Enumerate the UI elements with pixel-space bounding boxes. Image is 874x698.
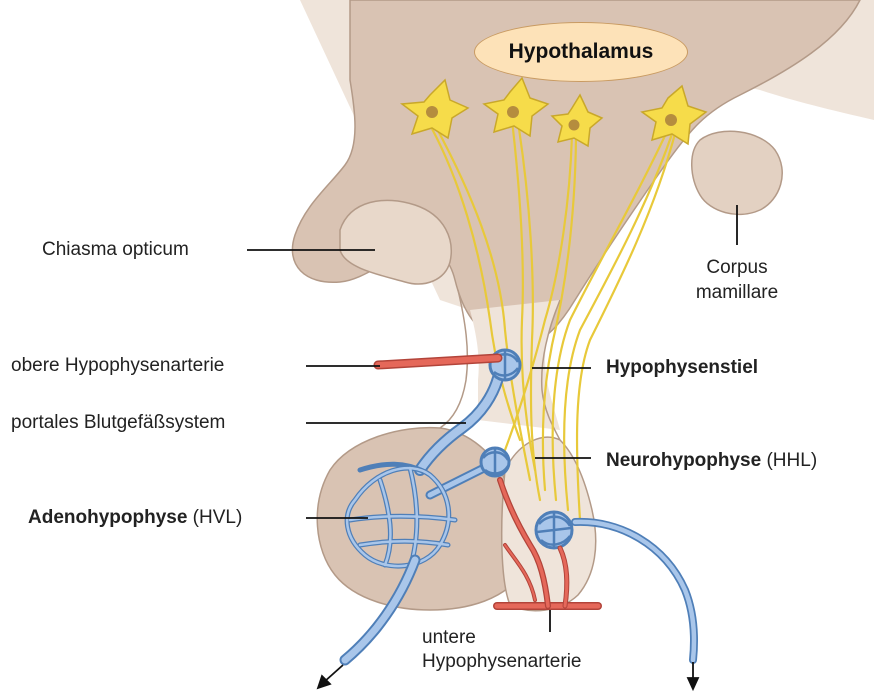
- arrow-left-shaft: [324, 665, 343, 682]
- label-obere-hypophysenarterie: obere Hypophysenarterie: [11, 356, 224, 375]
- label-adenohypophyse: Adenohypophyse (HVL): [28, 508, 242, 527]
- label-adeno-bold: Adenohypophyse: [28, 507, 187, 528]
- arrow-right-head: [688, 678, 698, 689]
- hypothalamus-title: Hypothalamus: [509, 40, 654, 64]
- label-portales-blutgefaesssystem: portales Blutgefäßsystem: [11, 413, 225, 432]
- label-neurohypophyse: Neurohypophyse (HHL): [606, 451, 817, 470]
- label-untere-line2: Hypophysenarterie: [422, 652, 581, 671]
- corpus-mamillare-shape: [692, 131, 782, 214]
- label-corpus-mamillare: Corpus mamillare: [690, 258, 784, 302]
- label-corpus-line2: mamillare: [690, 283, 784, 302]
- label-neuro-abbr: (HHL): [761, 450, 817, 471]
- label-untere-hypophysenarterie: untere Hypophysenarterie: [422, 628, 581, 671]
- label-corpus-line1: Corpus: [690, 258, 784, 277]
- capillary-plexus-middle: [481, 448, 509, 476]
- label-stalk-bold: Hypophysenstiel: [606, 357, 758, 378]
- label-untere-line1: untere: [422, 628, 581, 647]
- label-adeno-abbr: (HVL): [187, 507, 242, 528]
- label-neuro-bold: Neurohypophyse: [606, 450, 761, 471]
- label-hypophysenstiel: Hypophysenstiel: [606, 358, 758, 377]
- label-chiasma-opticum: Chiasma opticum: [42, 240, 189, 259]
- hypothalamus-title-badge: Hypothalamus: [474, 22, 688, 82]
- capillary-plexus-lower: [536, 512, 572, 548]
